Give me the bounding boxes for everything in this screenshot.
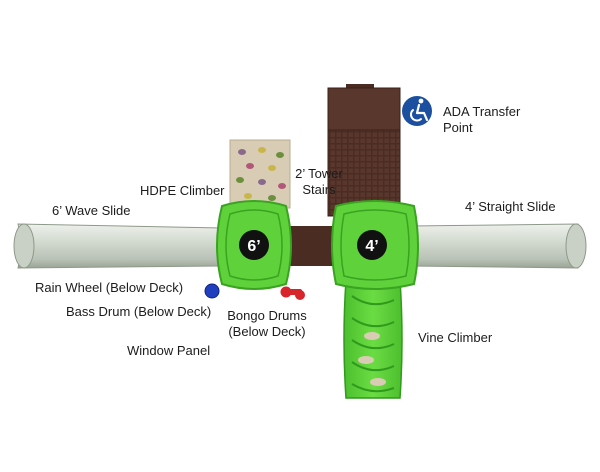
ada-transfer-label-line1: ADA Transfer [443, 104, 521, 119]
ada-transfer-label-line2: Point [443, 120, 473, 135]
wave-slide-label: 6’ Wave Slide [52, 203, 131, 218]
bass-drum-label: Bass Drum (Below Deck) [66, 304, 212, 319]
deck-4ft-height-label: 4’ [365, 238, 378, 255]
tower-stairs-label: 2’ Tower Stairs [292, 166, 346, 198]
bongo-drums-label-line1: Bongo Drums [227, 308, 307, 323]
bongo-drums-marker [280, 286, 305, 300]
bass-drum-marker [204, 283, 220, 299]
rain-wheel-label: Rain Wheel (Below Deck) [35, 280, 184, 295]
bongo-drums-label-line2: (Below Deck) [228, 324, 306, 339]
straight-slide [409, 223, 587, 269]
deck-6ft: 6’ [216, 200, 292, 290]
vine-climber-label: Vine Climber [418, 330, 493, 345]
deck-4ft: 4’ [331, 200, 419, 290]
bongo-drums-label: Bongo Drums (Below Deck) [226, 308, 308, 340]
deck-6ft-height-label: 6’ [247, 238, 260, 255]
hdpe-climber-label: HDPE Climber [140, 183, 225, 198]
tower-stairs-label-line2: Stairs [302, 182, 336, 197]
straight-slide-label: 4’ Straight Slide [465, 199, 556, 214]
wave-slide [13, 223, 223, 269]
tower-stairs-label-line1: 2’ Tower [295, 166, 343, 181]
ada-transfer-label: ADA Transfer Point [443, 104, 520, 136]
wheelchair-accessibility-icon [402, 96, 432, 126]
hdpe-climber [229, 139, 291, 209]
tower-stairs [327, 84, 401, 217]
vine-climber [343, 279, 403, 399]
window-panel-label: Window Panel [127, 343, 211, 358]
